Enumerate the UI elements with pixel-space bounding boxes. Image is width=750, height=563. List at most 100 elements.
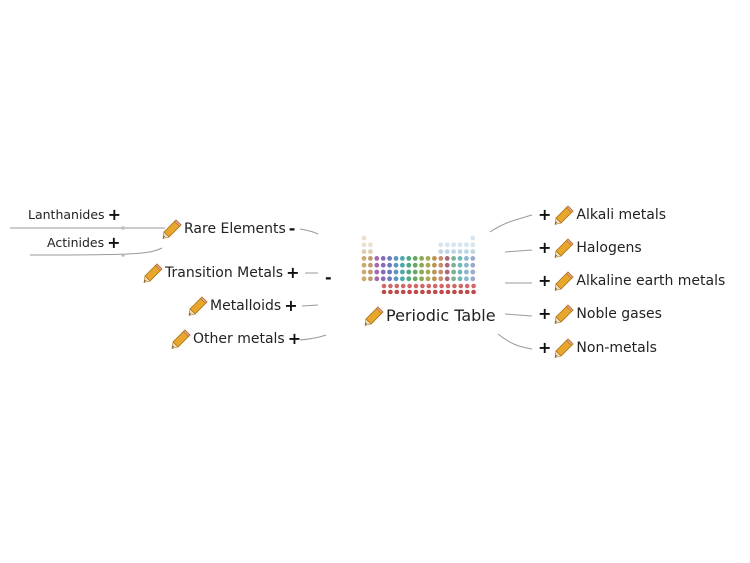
element-dot — [445, 289, 451, 294]
expand-toggle[interactable]: + — [286, 263, 300, 282]
node-lanthanides[interactable]: Lanthanides + — [28, 206, 124, 224]
collapse-toggle[interactable]: - — [288, 219, 296, 238]
pencil-icon — [554, 304, 574, 324]
element-dot — [406, 262, 412, 268]
expand-toggle[interactable]: + — [107, 205, 121, 224]
element-dot — [420, 289, 425, 294]
element-dot — [361, 256, 367, 261]
element-dot — [444, 269, 450, 275]
element-dot — [361, 235, 367, 241]
node-label: Noble gases — [576, 306, 662, 322]
node-root-periodic-table[interactable]: Periodic Table — [364, 306, 496, 326]
element-dot — [451, 276, 456, 282]
element-dot — [432, 276, 437, 282]
collapse-toggle[interactable]: - — [325, 268, 332, 287]
element-dot — [426, 283, 432, 289]
element-dot — [387, 269, 392, 275]
element-dot — [426, 289, 432, 294]
element-dot — [457, 256, 463, 261]
element-dot — [470, 235, 476, 241]
element-dot — [470, 276, 476, 282]
element-dot — [457, 249, 463, 254]
expand-toggle[interactable]: + — [107, 233, 121, 252]
element-dot — [438, 242, 444, 248]
element-dot — [400, 289, 406, 294]
element-dot — [368, 262, 373, 268]
element-dot — [413, 283, 419, 289]
element-dot — [419, 256, 424, 261]
element-dot — [406, 256, 412, 261]
element-dot — [361, 276, 367, 282]
expand-toggle[interactable]: + — [538, 338, 552, 357]
expand-toggle[interactable]: + — [287, 329, 302, 348]
node-label: Metalloids — [210, 298, 282, 314]
element-dot — [464, 289, 470, 294]
element-dot — [368, 242, 373, 248]
node-actinides[interactable]: Actinides + — [47, 234, 124, 252]
element-dot — [400, 262, 405, 268]
expand-toggle[interactable]: + — [538, 271, 552, 290]
element-dot — [438, 276, 444, 282]
element-dot — [419, 276, 424, 282]
link-metalloids — [301, 304, 319, 307]
element-dot — [393, 256, 399, 261]
element-dot — [438, 269, 444, 275]
element-dot — [432, 262, 437, 268]
element-dot — [387, 276, 392, 282]
node-label: Actinides — [47, 235, 105, 250]
node-transition-metals[interactable]: Transition Metals + — [143, 263, 303, 283]
link-alkali — [489, 214, 533, 233]
element-dot — [393, 269, 399, 275]
element-dot — [406, 276, 412, 282]
node-alkali-metals[interactable]: + Alkali metals — [535, 205, 666, 225]
pencil-icon — [188, 296, 208, 316]
element-dot — [445, 283, 451, 289]
element-dot — [432, 269, 437, 275]
node-alkaline-earth-metals[interactable]: + Alkaline earth metals — [535, 271, 725, 291]
element-dot — [425, 269, 431, 275]
element-dot — [444, 256, 450, 261]
element-dot — [368, 249, 373, 254]
root-left-toggle-wrap[interactable]: - — [322, 270, 335, 286]
element-dot — [471, 289, 476, 294]
node-non-metals[interactable]: + Non-metals — [535, 338, 657, 358]
element-dot — [368, 276, 373, 282]
element-dot — [458, 283, 464, 289]
element-dot — [425, 276, 431, 282]
expand-toggle[interactable]: + — [538, 238, 552, 257]
element-dot — [451, 249, 456, 254]
element-dot — [406, 269, 412, 275]
expand-toggle[interactable]: + — [538, 205, 552, 224]
pencil-icon — [162, 219, 182, 239]
element-dot — [444, 242, 450, 248]
element-dot — [412, 276, 418, 282]
pencil-icon — [364, 306, 384, 326]
element-dot — [361, 242, 367, 248]
element-dot — [451, 242, 456, 248]
expand-toggle[interactable]: + — [284, 296, 298, 315]
element-dot — [400, 283, 406, 289]
element-dot — [419, 269, 424, 275]
element-dot — [393, 262, 399, 268]
node-halogens[interactable]: + Halogens — [535, 238, 642, 258]
element-dot — [458, 289, 464, 294]
root-label: Periodic Table — [386, 306, 496, 325]
element-dot — [451, 269, 456, 275]
element-dot — [470, 269, 476, 275]
element-dot — [457, 242, 463, 248]
node-other-metals[interactable]: Other metals + — [171, 329, 304, 349]
element-dot — [420, 283, 425, 289]
node-noble-gases[interactable]: + Noble gases — [535, 304, 662, 324]
element-dot — [444, 249, 450, 254]
node-label: Alkali metals — [576, 207, 667, 223]
element-dot — [361, 249, 367, 254]
element-dot — [464, 242, 469, 248]
element-dot — [374, 256, 380, 261]
node-metalloids[interactable]: Metalloids + — [188, 296, 301, 316]
node-rare-elements[interactable]: Rare Elements - — [162, 219, 298, 239]
element-dot — [438, 256, 444, 261]
expand-toggle[interactable]: + — [538, 304, 552, 323]
element-dot — [380, 262, 386, 268]
element-dot — [394, 289, 400, 294]
element-dot — [374, 276, 380, 282]
